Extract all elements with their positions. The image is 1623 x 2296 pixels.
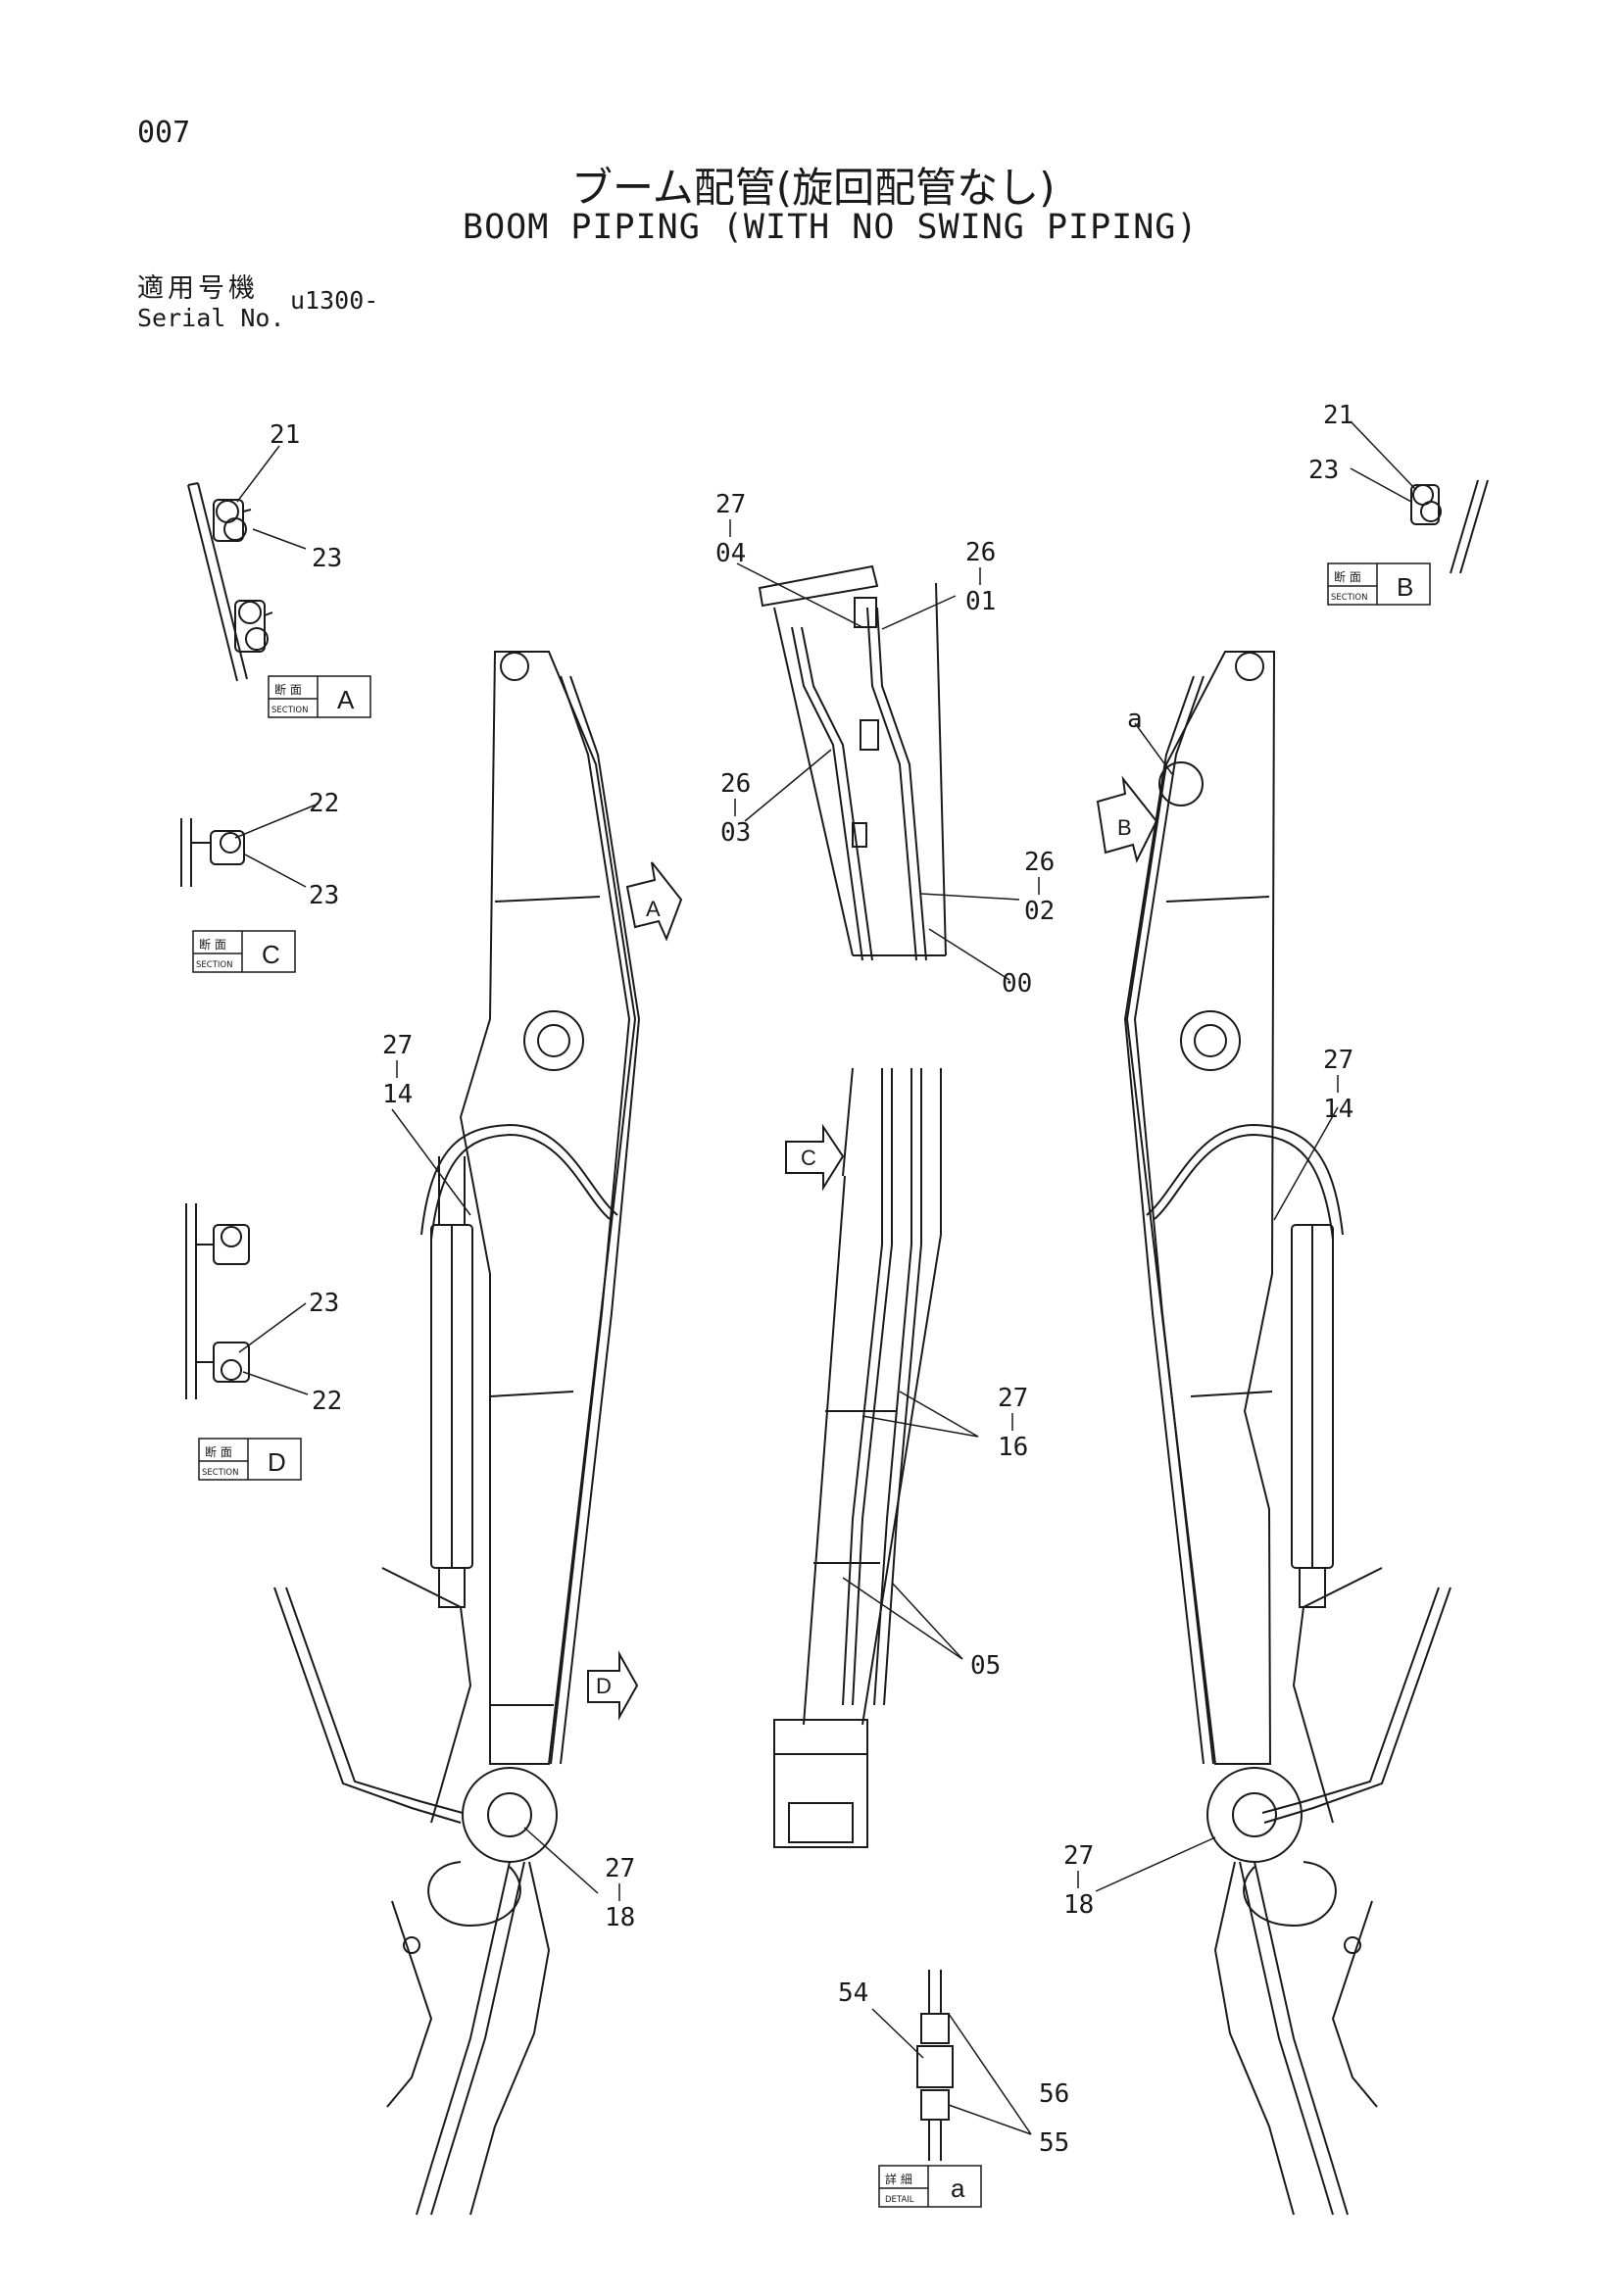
svg-text:SECTION: SECTION <box>271 706 308 715</box>
callout-22: 22 <box>309 789 339 818</box>
svg-text:03: 03 <box>720 818 751 848</box>
leader-lines <box>234 420 1417 2135</box>
svg-text:27: 27 <box>715 490 746 519</box>
inset-boom-top <box>758 564 947 961</box>
callout-27-16: 27 16 <box>998 1384 1028 1462</box>
callout-labels: 21 23 22 23 23 22 21 23 27 04 26 01 26 0… <box>270 401 1353 2158</box>
view-arrow-a <box>625 861 683 942</box>
svg-text:16: 16 <box>998 1433 1028 1462</box>
callout-56: 56 <box>1039 2079 1069 2109</box>
svg-text:27: 27 <box>998 1384 1028 1413</box>
view-arrow-c-letter: C <box>801 1146 816 1170</box>
svg-text:C: C <box>262 940 280 969</box>
svg-text:断 面: 断 面 <box>205 1444 232 1459</box>
svg-text:26: 26 <box>1024 848 1055 877</box>
svg-text:a: a <box>951 2174 965 2203</box>
callout-26-03: 26 03 <box>720 769 751 848</box>
svg-text:01: 01 <box>965 587 996 616</box>
callout-05: 05 <box>970 1651 1001 1681</box>
svg-text:27: 27 <box>382 1031 413 1060</box>
callout-27-14-left: 27 14 <box>382 1031 413 1109</box>
svg-text:断 面: 断 面 <box>1334 569 1361 584</box>
view-arrow-b <box>1096 775 1158 863</box>
svg-text:27: 27 <box>1323 1046 1353 1075</box>
page-number: 007 <box>137 116 191 150</box>
svg-text:詳 細: 詳 細 <box>885 2172 912 2186</box>
callout-27-04: 27 04 <box>715 490 746 568</box>
detail-a-marker: a <box>1127 705 1143 734</box>
svg-text:14: 14 <box>1323 1095 1353 1124</box>
callout-26-02: 26 02 <box>1024 848 1055 926</box>
detail-a-coupling <box>916 1970 954 2161</box>
title-japanese: ブーム配管(旋回配管なし) <box>571 164 1056 212</box>
left-boom-view <box>273 651 641 2216</box>
svg-text:断 面: 断 面 <box>274 682 302 697</box>
title-english: BOOM PIPING (WITH NO SWING PIPING) <box>463 208 1199 247</box>
callout-27-14-right: 27 14 <box>1323 1046 1353 1124</box>
svg-text:18: 18 <box>1063 1890 1094 1920</box>
serial-number-value: u1300- <box>290 286 379 315</box>
view-arrow-d-letter: D <box>596 1674 612 1698</box>
right-boom-view <box>1123 651 1451 2216</box>
section-d-label: 断 面 SECTION D <box>202 1444 286 1478</box>
svg-text:断 面: 断 面 <box>199 937 226 952</box>
callout-00: 00 <box>1002 969 1032 999</box>
svg-text:SECTION: SECTION <box>1331 593 1367 603</box>
view-arrow-c <box>785 1123 845 1192</box>
callout-21: 21 <box>270 420 300 450</box>
callout-23: 23 <box>309 1289 339 1318</box>
svg-text:D: D <box>268 1447 286 1477</box>
section-a-detail <box>187 482 273 682</box>
svg-text:A: A <box>337 685 355 714</box>
callout-21: 21 <box>1323 401 1353 430</box>
section-c-label: 断 面 SECTION C <box>196 937 280 970</box>
section-c-detail <box>180 818 245 887</box>
callout-26-01: 26 01 <box>965 538 996 616</box>
view-arrow-b-letter: B <box>1117 815 1132 840</box>
view-arrow-d <box>587 1650 639 1721</box>
serial-label-english: Serial No. <box>137 304 285 332</box>
view-label-boxes <box>192 562 1431 2208</box>
callout-27-18-left: 27 18 <box>605 1854 635 1932</box>
callout-27-18-right: 27 18 <box>1063 1841 1094 1920</box>
svg-text:14: 14 <box>382 1080 413 1109</box>
inset-boom-middle <box>773 1067 942 1848</box>
callout-22: 22 <box>312 1387 342 1416</box>
svg-text:SECTION: SECTION <box>202 1468 238 1478</box>
callout-54: 54 <box>838 1978 868 2008</box>
section-a-label: 断 面 SECTION A <box>271 682 355 715</box>
svg-text:04: 04 <box>715 539 746 568</box>
callout-55: 55 <box>1039 2128 1069 2158</box>
svg-text:DETAIL: DETAIL <box>885 2195 914 2205</box>
section-d-detail <box>185 1203 250 1399</box>
svg-text:18: 18 <box>605 1903 635 1932</box>
svg-text:B: B <box>1397 572 1413 602</box>
section-b-detail <box>1410 479 1489 574</box>
callout-23: 23 <box>309 881 339 910</box>
serial-label-japanese: 適用号機 <box>137 273 259 304</box>
svg-text:27: 27 <box>605 1854 635 1883</box>
svg-text:26: 26 <box>720 769 751 799</box>
callout-23: 23 <box>312 544 342 573</box>
section-b-label: 断 面 SECTION B <box>1331 569 1413 603</box>
svg-text:SECTION: SECTION <box>196 960 232 970</box>
callout-23: 23 <box>1308 456 1339 485</box>
view-arrows <box>587 775 1158 1721</box>
svg-text:27: 27 <box>1063 1841 1094 1871</box>
svg-text:26: 26 <box>965 538 996 567</box>
svg-text:02: 02 <box>1024 897 1055 926</box>
detail-a-label: 詳 細 DETAIL a <box>885 2172 965 2205</box>
view-arrow-a-letter: A <box>646 897 661 921</box>
